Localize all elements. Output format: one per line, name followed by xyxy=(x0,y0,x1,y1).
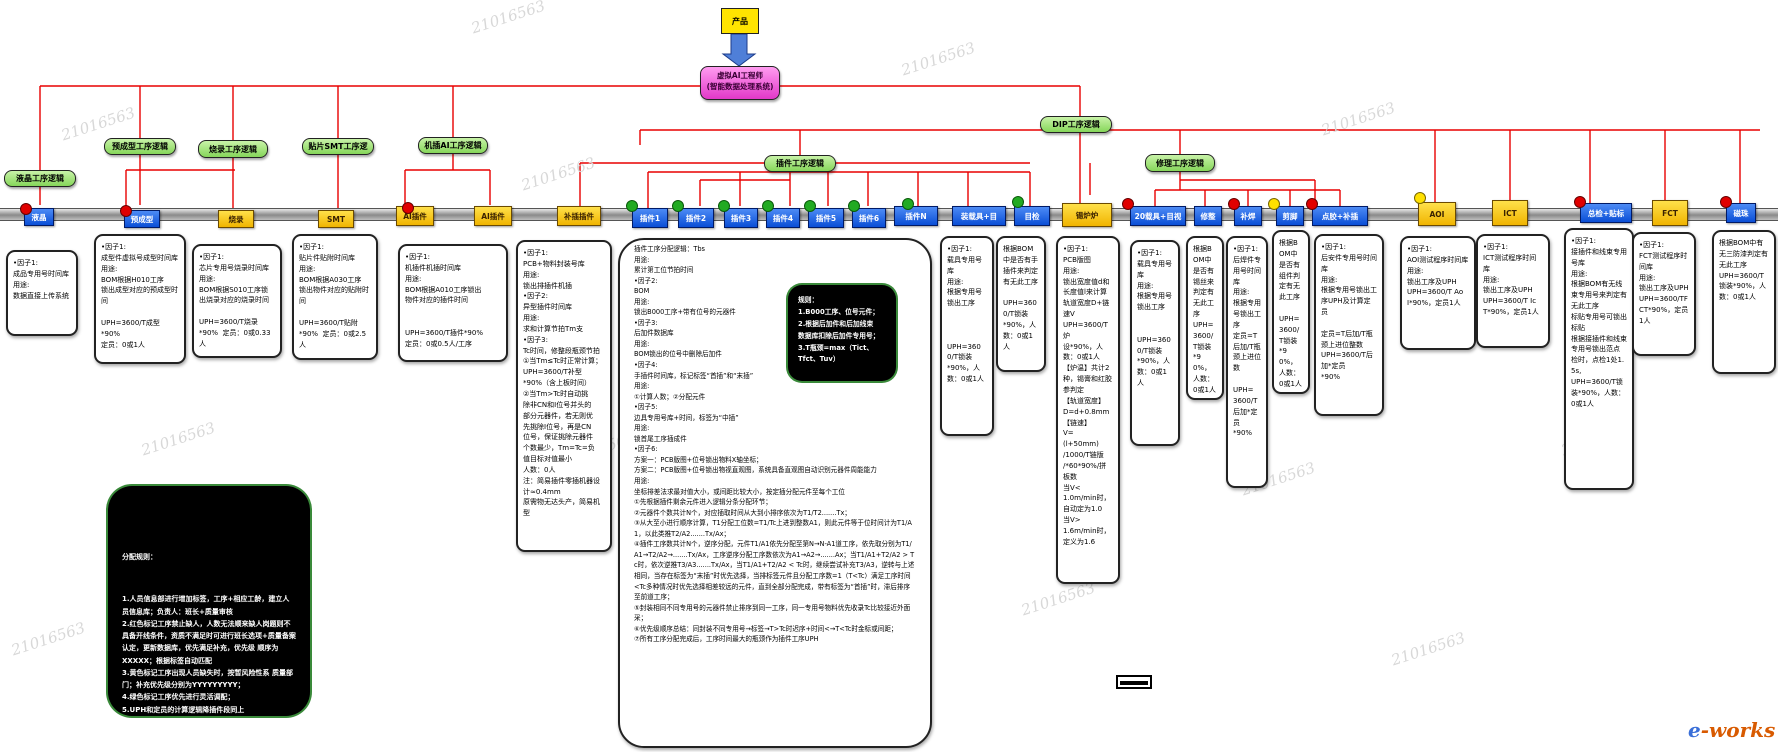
logic-burn[interactable]: 烧录工序逻辑 xyxy=(198,140,268,158)
station-visual-check[interactable]: 目检 xyxy=(1014,206,1050,226)
station-plugin-5[interactable]: 插件5 xyxy=(808,208,844,228)
logic-ai[interactable]: 机插AI工序逻辑 xyxy=(418,137,488,154)
status-dot-green xyxy=(672,200,684,212)
status-dot-red xyxy=(1720,196,1732,208)
station-liquid[interactable]: 液晶 xyxy=(24,208,54,226)
card-total-check-label: •因子1: 接插件和线束专用号库 用途: 根据BOM有无线束专用号来判定有无此工… xyxy=(1564,228,1634,490)
station-plugin-6[interactable]: 插件6 xyxy=(852,208,886,228)
status-dot-red xyxy=(120,205,132,217)
card-cut: 根据BOM中是否有组件判定有无此工序 UPH= 3600/T锁装 *90%，人数… xyxy=(1272,230,1310,394)
virtual-ai-engineer-box[interactable]: 虚拟AI工程师 (智能数据处理系统) xyxy=(700,66,780,100)
station-load-visual[interactable]: 装载具+目 xyxy=(952,206,1006,226)
card-ai: •因子1: 机插件机插时间库 用途: BOM根据A010工序锁出 物件对应的插件… xyxy=(398,244,508,362)
status-dot-red xyxy=(402,202,414,214)
logic-repair[interactable]: 修理工序逻辑 xyxy=(1145,154,1215,172)
card-load-visual-20: •因子1: 载具专用号库 用途: 根据专用号锁出工序 UPH=3600/T锁装 … xyxy=(1130,240,1180,446)
card-liquid: •因子1: 成品专用号时间库 用途: 数据直接上传系统 xyxy=(6,250,78,336)
status-dot-green xyxy=(804,200,816,212)
card-burn: •因子1: 芯片专用号烧录时间库 用途: BOM根据S010工序锁 出烧录对应的… xyxy=(192,244,282,358)
station-trim[interactable]: 修整 xyxy=(1194,206,1222,226)
status-dot-green xyxy=(762,200,774,212)
station-load-visual-20[interactable]: 20载具+目视 xyxy=(1130,206,1186,226)
card-preform: •因子1: 成型件虚拟号成型时间库 用途: BOM根据H010工序 锁出成型对应… xyxy=(94,234,186,364)
station-plugin-1[interactable]: 插件1 xyxy=(632,208,668,228)
station-plugin-n[interactable]: 插件N xyxy=(894,206,938,226)
status-dot-green xyxy=(1012,196,1024,208)
station-magnet[interactable]: 磁珠 xyxy=(1726,203,1756,223)
station-smt[interactable]: SMT xyxy=(318,210,354,228)
card-fct: •因子1: FCT测试程序时间库 用途: 锁出工序及UPH UPH=3600/T… xyxy=(1632,232,1696,356)
station-plugin-2[interactable]: 插件2 xyxy=(678,208,714,228)
card-weld: •因子1: 后焊件专用号时间库 用途: 根据专用号锁出工序 定员=T后加/T瓶颈… xyxy=(1226,236,1268,488)
card-visual-check: 根据BOM中是否有手插件来判定有无此工序 UPH=3600/T锁装 *90%，人… xyxy=(996,236,1046,372)
card-smt: •因子1: 贴片件贴附时间库 用途: BOM根据A030工序 锁出物件对应的贴附… xyxy=(292,234,378,360)
station-aoi[interactable]: AOI xyxy=(1418,202,1456,226)
logic-liquid[interactable]: 液晶工序逻辑 xyxy=(4,170,76,187)
station-repair-insert[interactable]: 补插插件 xyxy=(557,206,601,226)
station-plugin-4[interactable]: 插件4 xyxy=(766,208,800,228)
station-cut[interactable]: 剪脚 xyxy=(1276,206,1304,226)
logo-e: e xyxy=(1688,718,1701,742)
station-glue-insert[interactable]: 点胶+补插 xyxy=(1312,206,1368,226)
status-dot-red xyxy=(1122,198,1134,210)
card-solder-furnace: •因子1: PCB版图 用途: 锁出宽度值d和长度值l来计算轨道宽度D+链速V … xyxy=(1056,236,1120,584)
logic-dip[interactable]: DIP工序逻辑 xyxy=(1040,116,1112,133)
status-dot-yellow xyxy=(1268,198,1280,210)
logo-rest: -works xyxy=(1700,718,1776,742)
station-total-check-label[interactable]: 总检+贴标 xyxy=(1580,203,1632,223)
distribution-rules-title: 分配规则： xyxy=(122,552,157,561)
status-dot-yellow xyxy=(1414,192,1426,204)
station-ict[interactable]: ICT xyxy=(1492,200,1528,226)
station-burn[interactable]: 烧录 xyxy=(218,210,254,228)
status-dot-red xyxy=(1574,196,1586,208)
status-dot-green xyxy=(718,200,730,212)
rule-box: 规则： 1.B000工序、位号元件； 2.根据后加件和后加线束 数据库扣除后加件… xyxy=(788,285,896,381)
card-magnet: 根据BOM中有无三防漆判定有无此工序 UPH=3600/T锁装*90%，人数：0… xyxy=(1712,230,1776,374)
distribution-rules-text: 1.人员信息部进行增加标签，工序+相应工龄，建立人员信息库；负责人：班长+质量审… xyxy=(122,595,296,714)
station-plugin-3[interactable]: 插件3 xyxy=(724,208,758,228)
card-glue-insert: •因子1: 后安件专用号时间库 用途: 根据专用号锁出工序UPH及计算定员 定员… xyxy=(1314,234,1384,416)
logic-preform[interactable]: 预成型工序逻辑 xyxy=(104,138,176,155)
station-preform[interactable]: 预成型 xyxy=(124,210,160,228)
card-trim: 根据BOM中是否有锡丝来判定有无此工序 UPH=3600/T锁装 *90%，人数… xyxy=(1186,236,1224,400)
station-ai-2[interactable]: AI插件 xyxy=(474,206,512,226)
product-box[interactable]: 产品 xyxy=(721,8,759,34)
status-dot-green xyxy=(626,200,638,212)
status-dot-red xyxy=(1228,198,1240,210)
status-dot-green xyxy=(848,200,860,212)
station-fct[interactable]: FCT xyxy=(1652,200,1688,226)
logic-smt[interactable]: 贴片SMT工序逻 xyxy=(302,138,374,155)
card-ict: •因子1: ICT测试程序时间库 用途: 锁出工序及UPH UPH=3600/T… xyxy=(1476,234,1550,348)
status-dot-green xyxy=(902,198,914,210)
card-load-visual: •因子1: 载具专用号库 用途: 根据专用号锁出工序 UPH=3600/T锁装 … xyxy=(940,236,994,436)
logic-plugin[interactable]: 插件工序逻辑 xyxy=(764,155,836,172)
distribution-rules-panel: 分配规则： 1.人员信息部进行增加标签，工序+相应工龄，建立人员信息库；负责人：… xyxy=(108,486,310,716)
card-repair-insert: •因子1: PCB+物料封装号库 用途: 锁出排插件机插 •因子2: 异型插件时… xyxy=(516,240,612,552)
status-dot-red xyxy=(20,203,32,215)
station-solder-furnace[interactable]: 锡炉炉 xyxy=(1062,203,1112,227)
status-dot-red xyxy=(1306,198,1318,210)
station-weld[interactable]: 补焊 xyxy=(1234,206,1262,226)
eworks-logo: e-works xyxy=(1688,718,1775,742)
card-aoi: •因子1: AOI测试程序时间库 用途: 锁出工序及UPH UPH=3600/T… xyxy=(1400,236,1476,350)
product-arrow xyxy=(721,33,757,67)
